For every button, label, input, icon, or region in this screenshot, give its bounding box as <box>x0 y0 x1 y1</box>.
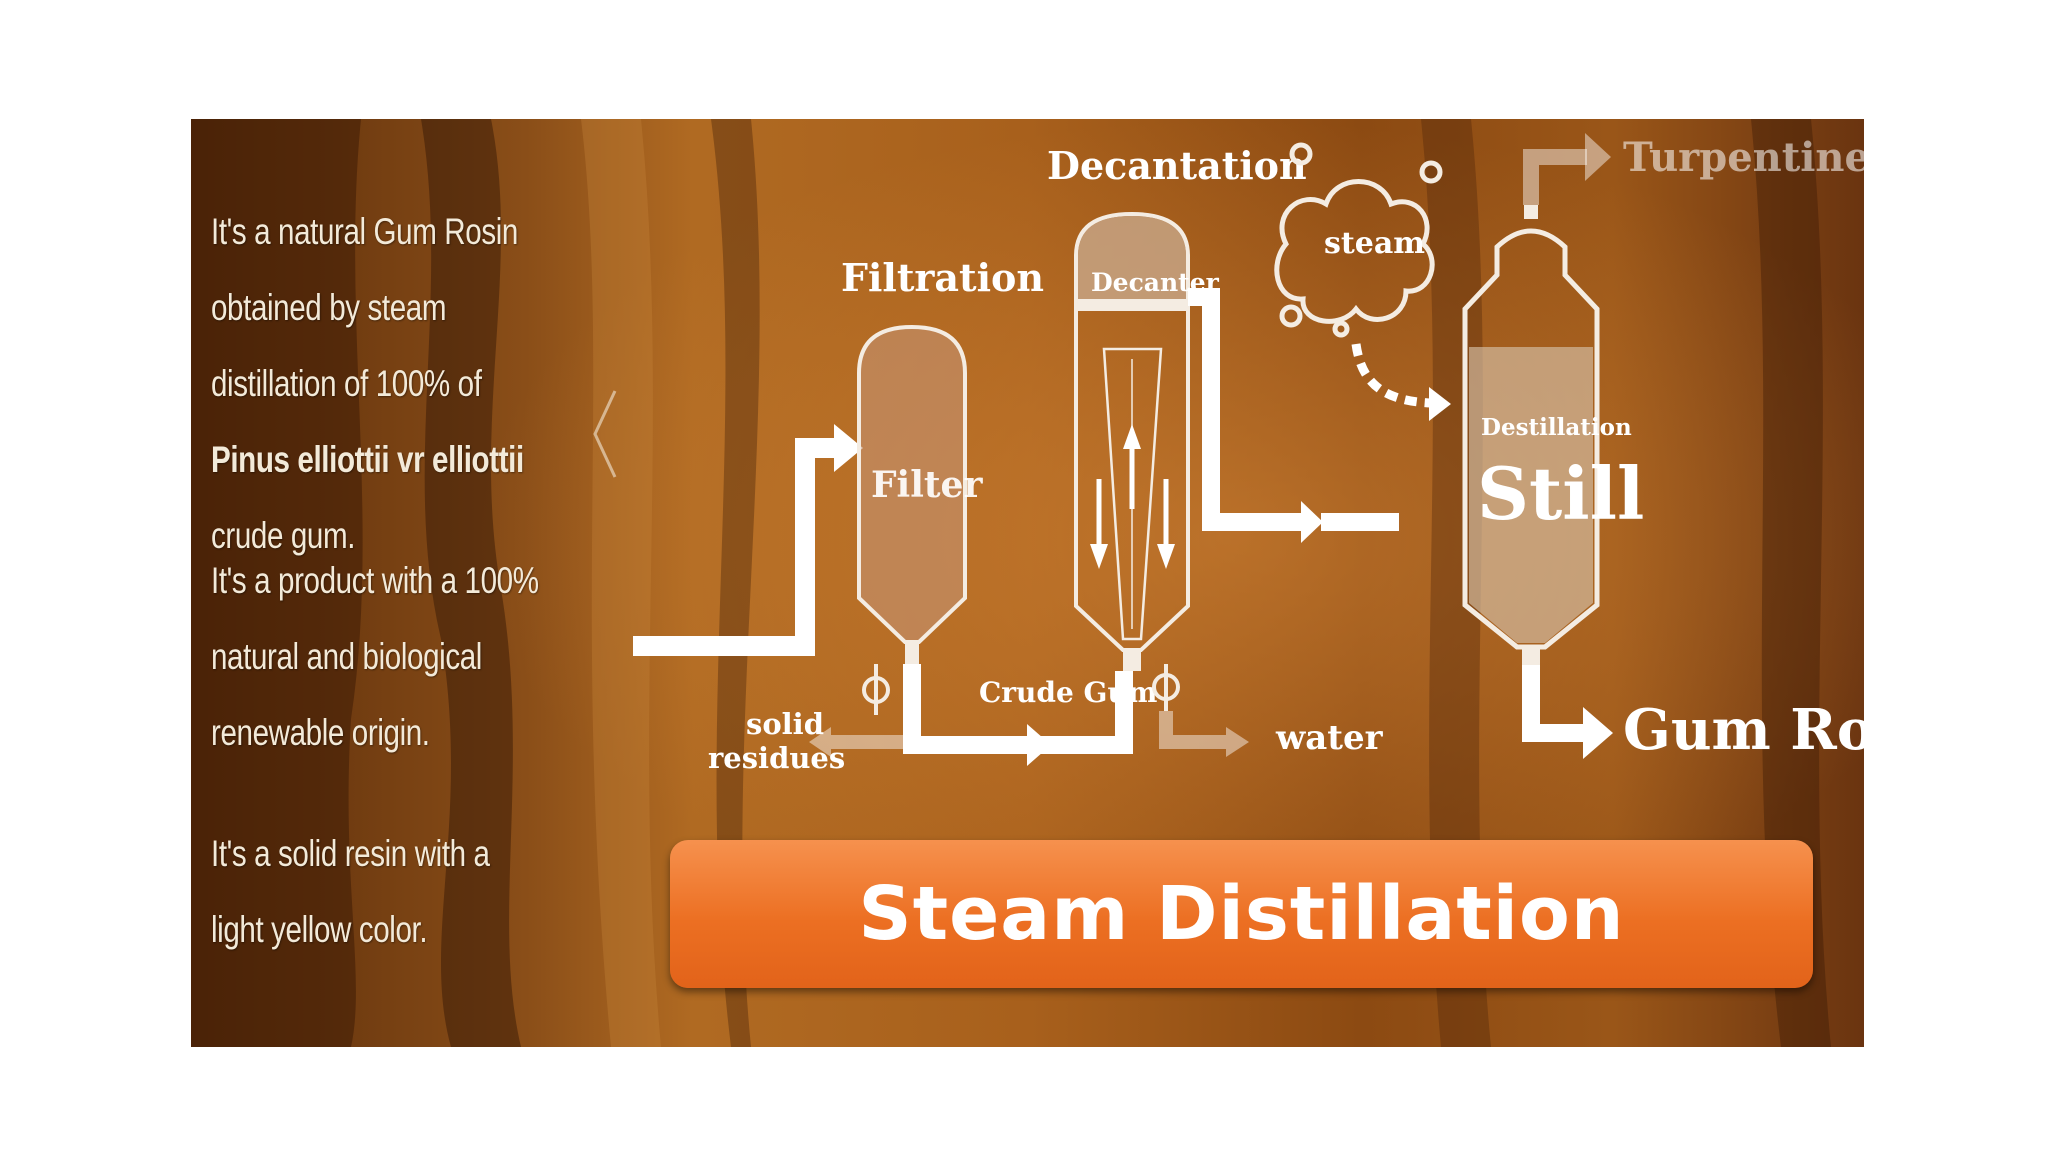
crude-gum-arrow <box>1027 724 1051 766</box>
intro-paragraph-3: It's a solid resin with a light yellow c… <box>211 833 490 950</box>
destillation-label: Destillation <box>1481 414 1632 441</box>
chevron-left-icon[interactable] <box>591 389 621 479</box>
gum-rosin-pipe <box>1522 665 1585 742</box>
decantation-label: Decantation <box>1047 143 1307 188</box>
filter-label: Filter <box>871 464 983 506</box>
decanter-vessel <box>1074 211 1190 711</box>
flow-arrows <box>1090 424 1175 569</box>
steam-label: steam <box>1324 226 1425 261</box>
filter-vessel <box>857 324 967 715</box>
water-arrow <box>1226 727 1249 757</box>
turpentine-arrow <box>1585 133 1611 181</box>
filtration-label: Filtration <box>841 255 1044 300</box>
process-diagram: Filtration Filter solid residues Crude G… <box>633 133 1864 775</box>
input-pipe <box>633 438 834 656</box>
gum-rosin-arrow <box>1583 707 1613 759</box>
intro-paragraph-2: It's a product with a 100% natural and b… <box>211 560 539 753</box>
slide-panel: It's a natural Gum Rosin obtained by ste… <box>191 119 1864 1047</box>
title-banner: Steam Distillation <box>670 840 1813 988</box>
crude-gum-pipe <box>903 664 1133 754</box>
intro-text-end: crude gum. <box>211 515 356 556</box>
turpentine-label: Turpentine <box>1623 134 1864 181</box>
solid-label: solid <box>746 707 824 741</box>
gum-rosin-label: Gum Rosin <box>1623 697 1864 763</box>
still-label: Still <box>1477 451 1644 536</box>
crude-gum-label: Crude Gum <box>979 676 1157 709</box>
decanter-to-still-pipe <box>1188 288 1399 531</box>
steam-arrow-head <box>1429 387 1451 421</box>
water-label: water <box>1275 718 1384 758</box>
water-pipe <box>1159 711 1226 749</box>
steam-arrow <box>1351 343 1432 408</box>
intro-text: It's a natural Gum Rosin obtained by ste… <box>211 211 518 404</box>
residue-arrow <box>809 727 831 757</box>
species-name: Pinus elliottii vr elliottii <box>211 439 524 480</box>
banner-title: Steam Distillation <box>858 871 1625 957</box>
intro-paragraph-1: It's a natural Gum Rosin obtained by ste… <box>211 194 547 574</box>
still-inlet-arrow <box>1301 501 1323 543</box>
steam-cloud-icon <box>1274 142 1443 338</box>
turpentine-pipe <box>1523 149 1587 205</box>
arrow-into-filter <box>834 424 863 472</box>
residues-label: residues <box>708 741 845 775</box>
distillation-still <box>1462 205 1600 665</box>
